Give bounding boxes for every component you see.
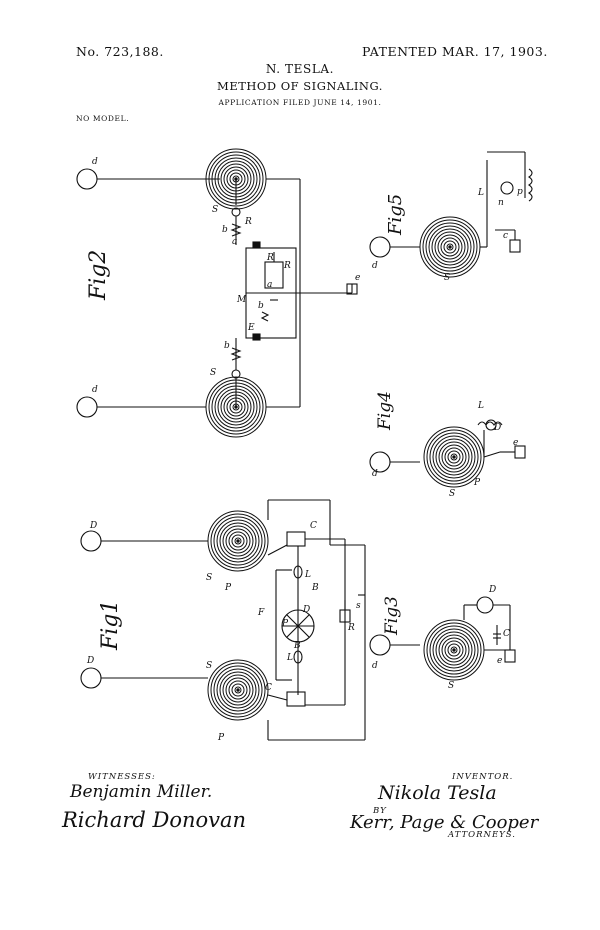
fig5-label: Fig5: [385, 193, 406, 235]
svg-text:d: d: [372, 661, 378, 671]
svg-text:E: E: [247, 323, 255, 333]
fig1-label: Fig1: [98, 599, 123, 650]
svg-text:R: R: [266, 253, 274, 263]
svg-text:S: S: [206, 573, 212, 583]
inventor-label: INVENTOR.: [452, 772, 514, 782]
svg-text:P: P: [473, 478, 481, 488]
figure-2-diagram: [76, 148, 358, 438]
svg-text:D: D: [86, 656, 94, 666]
figure-1-diagram: [80, 499, 366, 741]
model-note: NO MODEL.: [76, 114, 130, 123]
svg-text:L: L: [477, 401, 484, 411]
svg-text:B: B: [293, 641, 301, 651]
attorneys-label: ATTORNEYS.: [448, 830, 517, 840]
svg-text:S: S: [206, 661, 212, 671]
svg-text:b: b: [258, 301, 264, 311]
fig3-label: Fig3: [382, 596, 402, 635]
svg-text:B: B: [311, 583, 319, 593]
svg-text:d: d: [92, 385, 98, 395]
svg-text:D: D: [488, 585, 496, 595]
svg-text:D: D: [89, 521, 97, 531]
svg-text:L: L: [477, 188, 484, 198]
svg-text:D: D: [302, 605, 310, 615]
svg-text:F: F: [257, 608, 265, 618]
patent-title: METHOD OF SIGNALING.: [217, 79, 383, 93]
svg-text:P: P: [281, 619, 289, 629]
application-date: APPLICATION FILED JUNE 14, 1901.: [218, 98, 382, 107]
svg-text:D: D: [493, 423, 501, 433]
svg-text:C: C: [265, 683, 272, 693]
svg-text:S: S: [212, 205, 218, 215]
fig4-label: Fig4: [375, 391, 395, 430]
svg-text:c: c: [503, 231, 508, 241]
witnesses-label: WITNESSES:: [88, 772, 156, 782]
svg-text:e: e: [355, 273, 360, 283]
svg-text:b: b: [222, 225, 228, 235]
figure-5-diagram: [369, 151, 533, 278]
svg-text:n: n: [498, 198, 504, 208]
inventor-name: N. TESLA.: [265, 62, 335, 76]
svg-text:a: a: [267, 280, 272, 290]
svg-text:P: P: [224, 583, 232, 593]
figure-4-diagram: [369, 419, 526, 488]
svg-text:M: M: [236, 295, 247, 305]
svg-text:e: e: [513, 438, 518, 448]
fig2-label: Fig2: [86, 249, 111, 300]
svg-text:R: R: [347, 623, 355, 633]
svg-text:C: C: [310, 521, 317, 531]
svg-text:d: d: [372, 261, 378, 271]
patent-number: No. 723,188.: [76, 44, 164, 59]
svg-text:C: C: [503, 629, 510, 639]
svg-text:e: e: [497, 656, 502, 666]
witness-signature-1: Benjamin Miller.: [70, 782, 213, 802]
svg-text:d: d: [92, 157, 98, 167]
witness-signature-2: Richard Donovan: [62, 808, 247, 832]
svg-text:p: p: [517, 187, 523, 197]
patent-date: PATENTED MAR. 17, 1903.: [362, 44, 548, 59]
svg-text:a: a: [232, 237, 237, 247]
svg-text:S: S: [448, 681, 454, 691]
svg-text:S: S: [210, 368, 216, 378]
svg-text:S: S: [449, 489, 455, 499]
figure-3-diagram: [369, 596, 516, 681]
svg-text:P: P: [217, 733, 225, 743]
svg-text:R: R: [283, 261, 291, 271]
svg-text:S: S: [444, 273, 450, 283]
svg-text:d: d: [372, 469, 378, 479]
svg-text:b: b: [224, 341, 230, 351]
svg-text:L: L: [304, 570, 311, 580]
attorneys-signature: Kerr, Page & Cooper: [350, 812, 539, 833]
svg-text:s: s: [356, 601, 361, 611]
by-label: BY: [373, 806, 387, 816]
inventor-signature: Nikola Tesla: [378, 782, 497, 804]
svg-text:R: R: [244, 217, 252, 227]
svg-text:L: L: [286, 653, 293, 663]
